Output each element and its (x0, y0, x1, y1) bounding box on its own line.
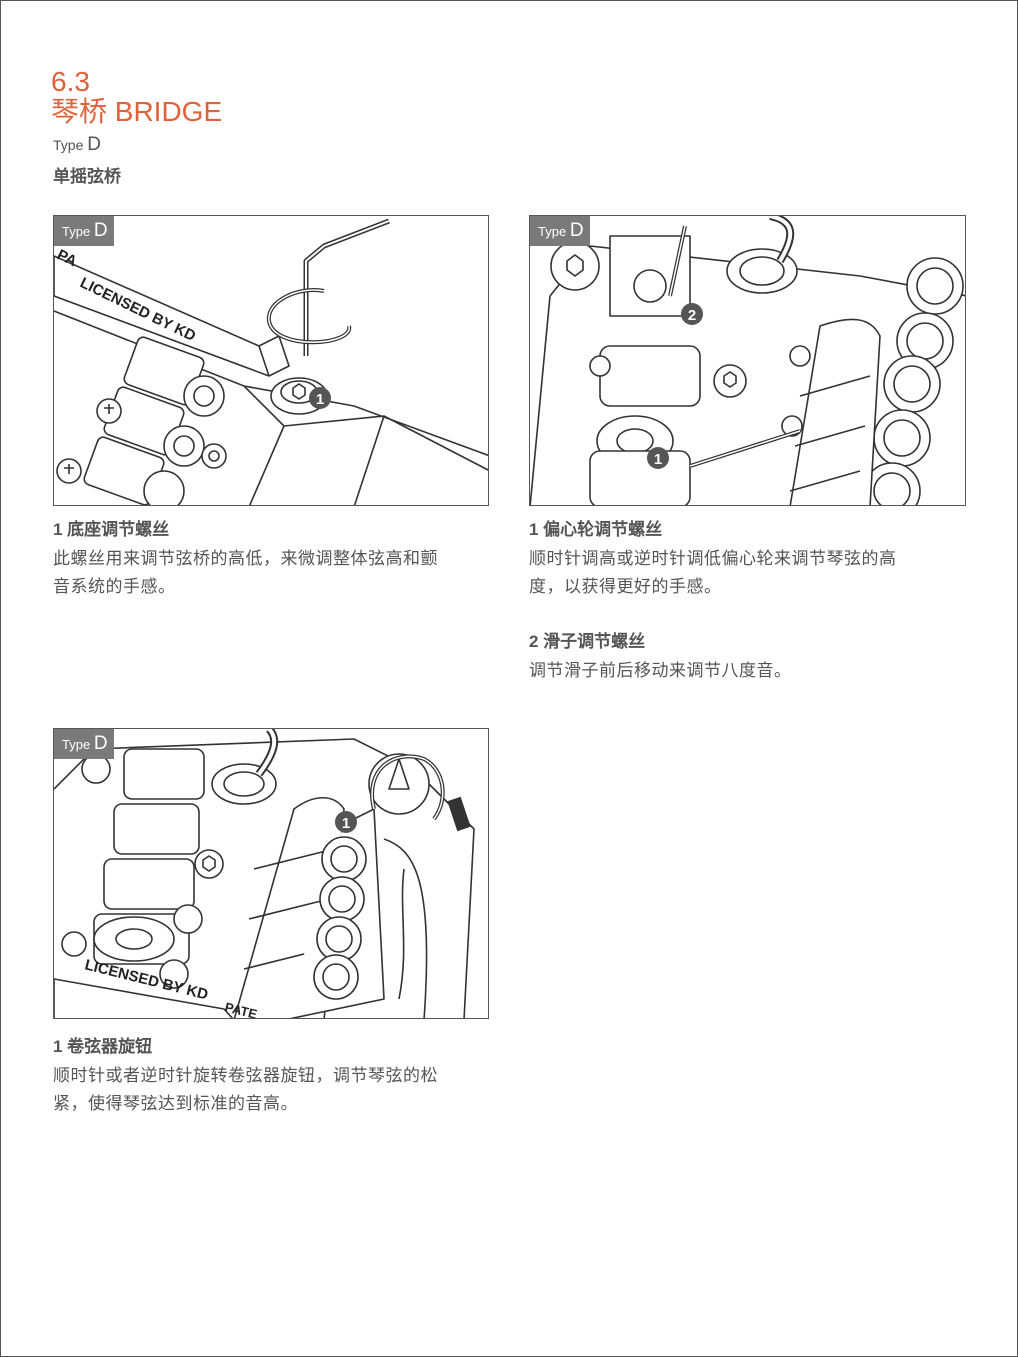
caption-line: 顺时针调高或逆时针调低偏心轮来调节琴弦的高 (529, 549, 897, 568)
caption-line: 此螺丝用来调节弦桥的高低，来微调整体弦高和颤 (53, 549, 438, 568)
engraving-text-2: PA (54, 246, 79, 270)
section-number: 6.3 (51, 66, 90, 97)
caption-line: 调节滑子前后移动来调节八度音。 (529, 661, 792, 680)
tag-letter: D (93, 733, 108, 754)
tag-letter: D (93, 220, 108, 241)
svg-text:1: 1 (654, 451, 662, 468)
bridge-drawing: LICENSED BY KD PATE 1 (54, 729, 475, 1018)
caption-line: 顺时针或者逆时针旋转卷弦器旋钮，调节琴弦的松 (53, 1066, 438, 1085)
svg-text:1: 1 (342, 815, 350, 832)
tag-prefix: Type (538, 224, 567, 239)
caption-body-base-screw: 此螺丝用来调节弦桥的高低，来微调整体弦高和颤 音系统的手感。 (53, 545, 493, 601)
caption-line: 紧，使得琴弦达到标准的音高。 (53, 1094, 298, 1113)
type-tag: Type D (54, 729, 114, 759)
subtype-label: 单摇弦桥 (53, 167, 121, 186)
callout-1: 1 (647, 447, 669, 469)
caption-line: 音系统的手感。 (53, 577, 176, 596)
caption-title-base-screw: 1 底座调节螺丝 (53, 520, 170, 539)
type-tag: Type D (54, 216, 114, 246)
callout-2: 2 (681, 303, 703, 325)
caption-body-eccentric-screw: 顺时针调高或逆时针调低偏心轮来调节琴弦的高 度，以获得更好的手感。 (529, 545, 969, 601)
caption-title-tuner-knob: 1 卷弦器旋钮 (53, 1037, 153, 1056)
caption-title-eccentric-screw: 1 偏心轮调节螺丝 (529, 520, 663, 539)
type-label: Type D (53, 135, 101, 155)
caption-title-saddle-screw: 2 滑子调节螺丝 (529, 632, 646, 651)
caption-line: 度，以获得更好的手感。 (529, 577, 722, 596)
illustration-base-screw: Type D (53, 215, 489, 506)
svg-text:1: 1 (316, 391, 324, 408)
callout-1: 1 (335, 811, 357, 833)
caption-body-tuner-knob: 顺时针或者逆时针旋转卷弦器旋钮，调节琴弦的松 紧，使得琴弦达到标准的音高。 (53, 1062, 493, 1118)
callout-1: 1 (309, 387, 331, 409)
tag-prefix: Type (62, 224, 91, 239)
svg-text:2: 2 (688, 307, 696, 324)
bridge-drawing: LICENSED BY KD PA 1 (54, 218, 488, 505)
tag-prefix: Type (62, 737, 91, 752)
tag-letter: D (569, 220, 584, 241)
type-letter: D (87, 134, 101, 155)
bridge-drawing: 2 1 (530, 216, 965, 505)
section-title: 琴桥 BRIDGE (51, 96, 223, 127)
illustration-tuner-knob: Type D (53, 728, 489, 1019)
illustration-saddle-screws: Type D (529, 215, 966, 506)
type-prefix: Type (53, 137, 84, 153)
caption-body-saddle-screw: 调节滑子前后移动来调节八度音。 (529, 657, 969, 685)
type-tag: Type D (530, 216, 590, 246)
